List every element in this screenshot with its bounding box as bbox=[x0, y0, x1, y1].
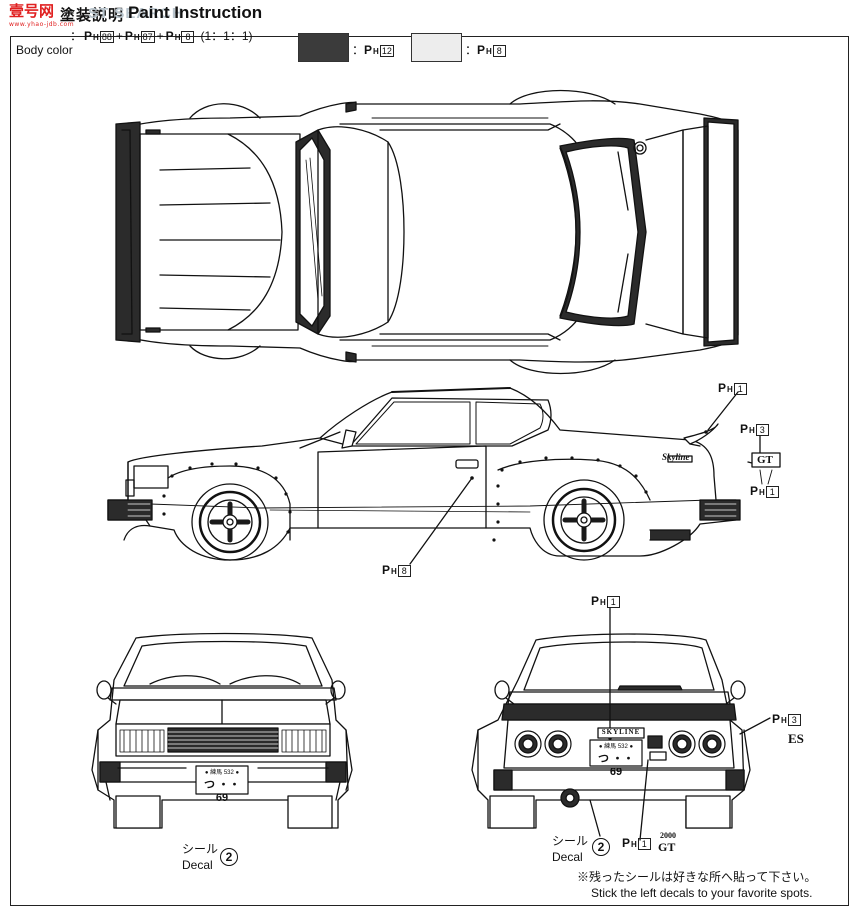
site-logo-text: 壹号网 bbox=[9, 2, 55, 20]
front-decal-label-en: Decal bbox=[182, 858, 213, 872]
front-decal-label-ja: シール bbox=[182, 842, 219, 856]
front-plate-number: つ ・・ 69 bbox=[203, 779, 241, 804]
footer-note-english: Stick the left decals to your favorite s… bbox=[591, 886, 813, 900]
front-license-plate bbox=[195, 765, 249, 795]
skyline-script-logo: Skyline bbox=[662, 452, 690, 462]
body-color-label: Body color bbox=[16, 43, 73, 57]
plus-sign: + bbox=[156, 29, 164, 43]
front-decal-number: 2 bbox=[220, 848, 238, 866]
rear-nameplate bbox=[597, 727, 645, 739]
watermark-text: ST SEARCH bbox=[88, 5, 184, 22]
badge-2000: 2000 bbox=[660, 831, 676, 840]
rear-skyline-lettering: SKYLINE bbox=[601, 728, 641, 736]
footer-note-japanese: ※残ったシールは好きな所へ貼って下さい。 bbox=[577, 870, 817, 884]
car-top-view bbox=[115, 89, 739, 375]
site-logo: 壹号网 bbox=[9, 4, 54, 19]
front-wheel bbox=[191, 483, 269, 561]
rear-decal-label-ja: シール bbox=[552, 834, 589, 848]
rear-plate-top: ● 練馬 532 ● bbox=[598, 744, 634, 750]
plus-sign: + bbox=[115, 29, 123, 43]
rear-decal-label-en: Decal bbox=[552, 850, 583, 864]
front-plate-top: ● 練馬 532 ● bbox=[204, 770, 240, 776]
car-side-view bbox=[107, 387, 777, 565]
rear-wheel bbox=[543, 479, 625, 561]
car-rear-view bbox=[471, 607, 771, 841]
car-front-view bbox=[91, 632, 353, 829]
mix-ratio: (1：1：1) bbox=[200, 29, 253, 43]
color-swatch-light bbox=[411, 33, 462, 62]
title-japanese: 塗装説明 bbox=[60, 7, 125, 24]
gt-badge-label: GT bbox=[757, 454, 773, 466]
rear-license-plate bbox=[589, 739, 643, 767]
site-logo-url: www.yhao-jdb.com bbox=[9, 21, 75, 28]
rear-plate-number: つ ・・ 69 bbox=[597, 753, 635, 778]
page-title: Paint Instruction bbox=[128, 3, 263, 22]
badge-gt: GT bbox=[658, 840, 676, 854]
gt-badge-box bbox=[751, 452, 781, 468]
rear-decal-number: 2 bbox=[592, 838, 610, 856]
es-badge: ES bbox=[788, 731, 804, 746]
color-swatch-dark bbox=[298, 33, 349, 62]
